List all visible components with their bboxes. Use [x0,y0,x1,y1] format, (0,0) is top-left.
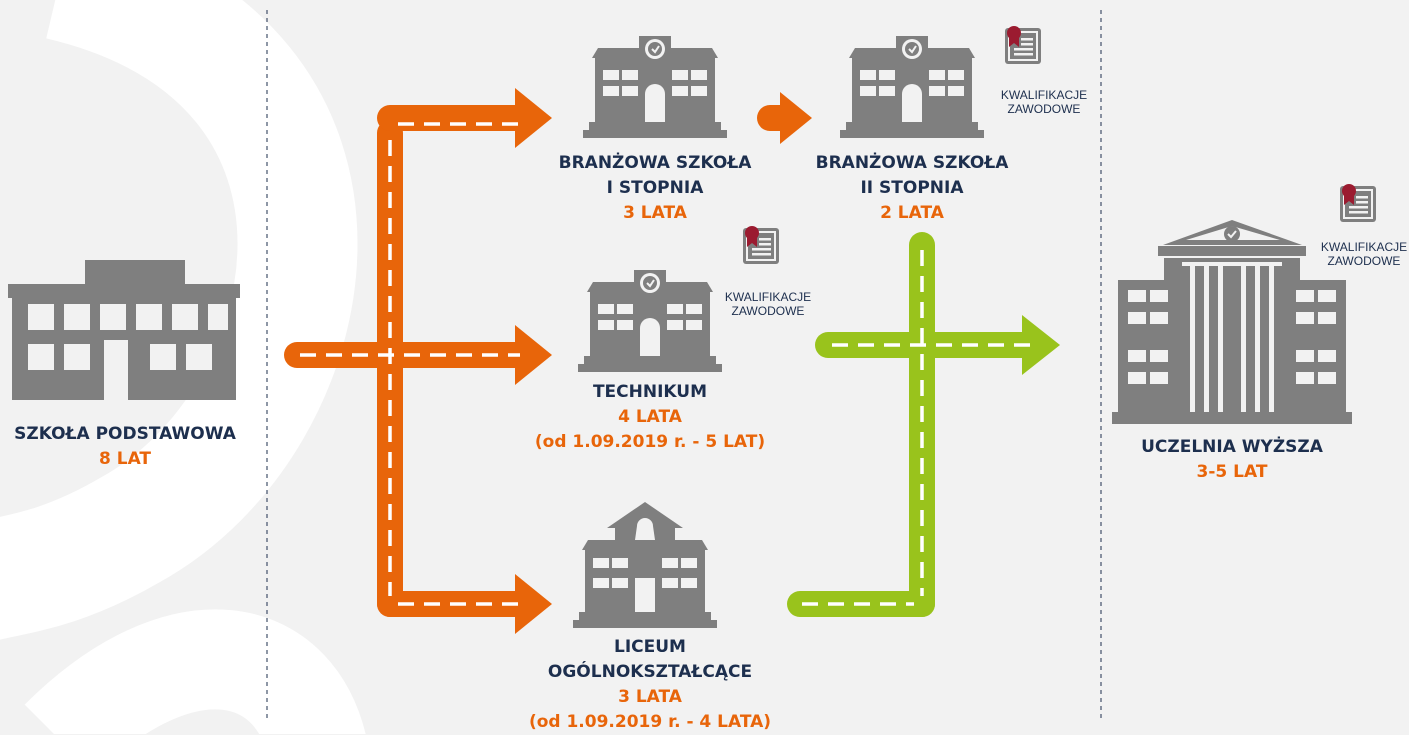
certificate-icon [1340,184,1376,222]
liceum-building-icon [573,502,717,628]
liceum-label: LICEUM OGÓLNOKSZTAŁCĄCE 3 LATA (od 1.09.… [529,635,771,735]
qualification-line2: ZAWODOWE [1007,102,1081,116]
green-path [787,232,1043,617]
orange-arrowheads [515,88,812,634]
branzowa1-name-line2: I STOPNIA [606,178,704,198]
university-name: UCZELNIA WYŻSZA [1141,437,1323,457]
liceum-note: (od 1.09.2019 r. - 4 LATA) [528,712,772,732]
qualification-line1: KWALIFIKACJE [724,290,812,304]
branzowa2-name-line2: II STOPNIA [860,178,964,198]
technikum-building-icon [577,269,723,373]
branzowa2-name-line1: BRANŻOWA SZKOŁA [815,153,1009,173]
primary-school-building-icon [8,260,240,400]
qualification-line1: KWALIFIKACJE [1000,88,1088,102]
liceum-name-line2: OGÓLNOKSZTAŁCĄCE [547,662,753,682]
primary-school-label: SZKOŁA PODSTAWOWA 8 LAT [14,422,236,472]
branzowa2-label: BRANŻOWA SZKOŁA II STOPNIA 2 LATA [816,151,1009,226]
branzowa1-years: 3 LATA [623,203,687,223]
background-swirl [0,0,366,734]
primary-school-name: SZKOŁA PODSTAWOWA [14,424,236,444]
branzowa1-label: BRANŻOWA SZKOŁA I STOPNIA 3 LATA [559,151,752,226]
technikum-years: 4 LATA [618,407,682,427]
qualification-caption: KWALIFIKACJE ZAWODOWE [725,290,811,318]
university-years: 3-5 LAT [1196,462,1268,482]
certificate-icon [743,226,779,264]
orange-path-dashes [300,122,520,606]
liceum-name-line1: LICEUM [614,637,686,657]
qualification-line1: KWALIFIKACJE [1320,240,1408,254]
branzowa2-building-icon [839,35,985,139]
qualification-line2: ZAWODOWE [731,304,805,318]
technikum-name: TECHNIKUM [592,382,708,402]
liceum-years: 3 LATA [618,687,682,707]
university-building-icon [1112,220,1352,424]
green-arrowhead [1022,315,1060,375]
green-path-dashes [802,250,1030,606]
qualification-caption: KWALIFIKACJE ZAWODOWE [1001,88,1087,116]
technikum-note: (od 1.09.2019 r. - 5 LAT) [534,432,766,452]
technikum-label: TECHNIKUM 4 LATA (od 1.09.2019 r. - 5 LA… [535,380,765,455]
branzowa1-name-line1: BRANŻOWA SZKOŁA [558,153,752,173]
qualification-line2: ZAWODOWE [1327,254,1401,268]
branzowa1-building-icon [583,36,727,138]
university-label: UCZELNIA WYŻSZA 3-5 LAT [1141,435,1323,485]
primary-school-years: 8 LAT [98,449,151,469]
certificate-icon [1005,26,1041,64]
branzowa2-years: 2 LATA [880,203,944,223]
qualification-caption: KWALIFIKACJE ZAWODOWE [1321,240,1407,268]
